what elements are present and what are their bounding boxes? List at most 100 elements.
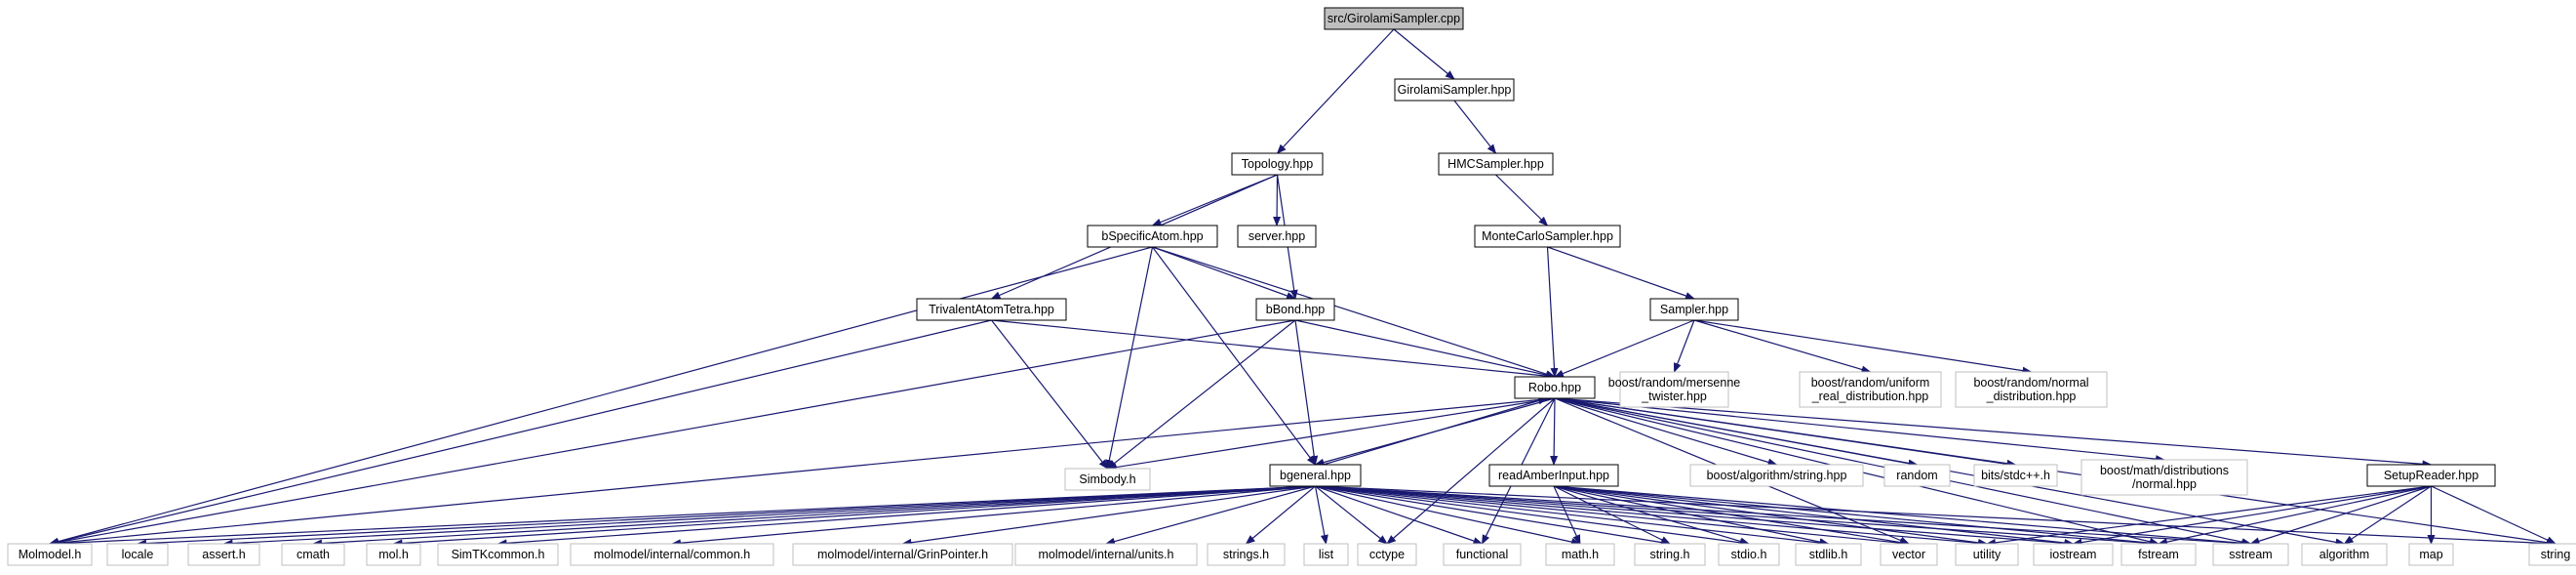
edge-bspecific-to-bbond [1152, 246, 1296, 300]
edge-bgeneral-to-string_h [1315, 485, 1671, 547]
node-mm_units: molmodel/internal/units.h [1014, 543, 1198, 566]
node-string_h: string.h [1634, 543, 1706, 566]
node-setupreader[interactable]: SetupReader.hpp [2366, 464, 2496, 487]
node-box [1443, 543, 1522, 566]
edge-bspecific-to-bgeneral [1152, 246, 1317, 466]
edge-sampler-to-normal [1693, 319, 2033, 375]
node-label: _distribution.hpp [1986, 390, 2077, 403]
node-box [1237, 225, 1317, 248]
edge-setupreader-to-sstream [2249, 485, 2432, 546]
node-functional: functional [1443, 543, 1522, 566]
edge-sampler-to-mersenne [1673, 319, 1695, 373]
node-box [2033, 543, 2114, 566]
node-bgeneral[interactable]: bgeneral.hpp [1269, 464, 1362, 487]
node-box [1619, 371, 1729, 408]
edge-bgeneral-to-strings [1245, 485, 1316, 545]
node-simtk: SimTKcommon.h [437, 543, 559, 566]
node-box [2081, 459, 2248, 496]
edge-trivalent-to-molmodel_h [49, 319, 992, 546]
edge-trivalent-to-simbody [991, 319, 1109, 470]
node-box [2212, 543, 2289, 566]
node-box [1324, 7, 1464, 30]
node-readamber[interactable]: readAmberInput.hpp [1488, 464, 1619, 487]
edge-setupreader-to-algorithm [2343, 485, 2432, 545]
node-mm_grin: molmodel/internal/GrinPointer.h [792, 543, 1013, 566]
node-label: boost/algorithm/string.hpp [1707, 469, 1847, 482]
node-box [1880, 543, 1938, 566]
node-box [1545, 543, 1615, 566]
edge-girolami_cpp-to-girolami_hpp [1393, 28, 1455, 80]
node-label: vector [1892, 548, 1925, 561]
node-algorithm: algorithm [2301, 543, 2388, 566]
node-montecarlo[interactable]: MonteCarloSampler.hpp [1474, 225, 1621, 248]
edge-readamber-to-string_h [1553, 485, 1671, 545]
node-hmc[interactable]: HMCSampler.hpp [1438, 152, 1554, 176]
edge-bgeneral-to-stdlib [1315, 485, 1830, 547]
edge-bgeneral-to-simtk [496, 485, 1316, 548]
node-bbond[interactable]: bBond.hpp [1255, 298, 1335, 321]
node-label: list [1319, 548, 1334, 561]
edge-bgeneral-to-assert [222, 485, 1316, 548]
node-stdio: stdio.h [1718, 543, 1780, 566]
node-label: molmodel/internal/common.h [594, 548, 751, 561]
node-box [1064, 468, 1151, 491]
node-layer: src/GirolamiSampler.cppGirolamiSampler.h… [7, 7, 2576, 566]
node-box [1718, 543, 1780, 566]
node-girolami_hpp[interactable]: GirolamiSampler.hpp [1394, 78, 1515, 102]
edge-topology-to-server [1273, 174, 1282, 226]
node-box [2366, 464, 2496, 487]
node-box [2120, 543, 2197, 566]
edge-robo-to-simbody [1106, 397, 1556, 472]
node-fstream: fstream [2120, 543, 2197, 566]
node-label: _twister.hpp [1641, 390, 1707, 403]
edge-readamber-to-stdio [1553, 485, 1750, 546]
node-label: fstream [2138, 548, 2179, 561]
edge-bspecific-to-molmodel_h [49, 246, 1153, 546]
node-molmodel_h: Molmodel.h [7, 543, 93, 566]
edge-bgeneral-to-stdio [1315, 485, 1750, 547]
node-bspecific[interactable]: bSpecificAtom.hpp [1087, 225, 1218, 248]
node-label: iostream [2050, 548, 2097, 561]
node-label: bits/stdc++.h [1981, 469, 2050, 482]
node-assert: assert.h [187, 543, 260, 566]
node-box [437, 543, 559, 566]
node-label: molmodel/internal/units.h [1039, 548, 1174, 561]
edge-montecarlo-to-sampler [1547, 246, 1695, 300]
node-box [187, 543, 260, 566]
edge-bgeneral-to-functional [1315, 485, 1484, 545]
node-simbody: Simbody.h [1064, 468, 1151, 491]
node-server[interactable]: server.hpp [1237, 225, 1317, 248]
node-boost_normal: boost/math/distributions/normal.hpp [2081, 459, 2248, 496]
node-box [1231, 152, 1324, 176]
node-locale: locale [106, 543, 169, 566]
node-label: cctype [1369, 548, 1405, 561]
node-trivalent[interactable]: TrivalentAtomTetra.hpp [916, 298, 1067, 321]
edge-bgeneral-to-locale [137, 485, 1316, 548]
edge-readamber-to-stdlib [1553, 485, 1830, 547]
node-sampler[interactable]: Sampler.hpp [1649, 298, 1739, 321]
node-label: bSpecificAtom.hpp [1101, 229, 1203, 243]
node-label: stdlib.h [1809, 548, 1848, 561]
edge-readamber-to-math [1553, 485, 1581, 545]
edge-setupreader-to-fstream [2158, 485, 2432, 547]
node-box [1514, 376, 1596, 399]
node-robo[interactable]: Robo.hpp [1514, 376, 1596, 399]
edge-robo-to-molmodel_h [49, 397, 1556, 548]
node-box [1883, 464, 1951, 487]
node-label: GirolamiSampler.hpp [1398, 83, 1512, 97]
edge-robo-to-cctype [1386, 397, 1556, 545]
node-map: map [2408, 543, 2454, 566]
node-topology[interactable]: Topology.hpp [1231, 152, 1324, 176]
node-box [1303, 543, 1349, 566]
node-normal: boost/random/normal_distribution.hpp [1955, 371, 2108, 408]
edge-montecarlo-to-robo [1546, 246, 1559, 378]
node-box [1394, 78, 1515, 102]
node-mersenne: boost/random/mersenne_twister.hpp [1608, 371, 1740, 408]
node-label: Sampler.hpp [1660, 303, 1728, 316]
node-box [1474, 225, 1621, 248]
edge-hmc-to-montecarlo [1495, 174, 1549, 226]
edge-robo-to-boost_normal [1554, 397, 2165, 464]
node-label: bgeneral.hpp [1280, 469, 1351, 482]
node-label: Robo.hpp [1528, 381, 1581, 394]
edge-bgeneral-to-list [1314, 485, 1328, 545]
